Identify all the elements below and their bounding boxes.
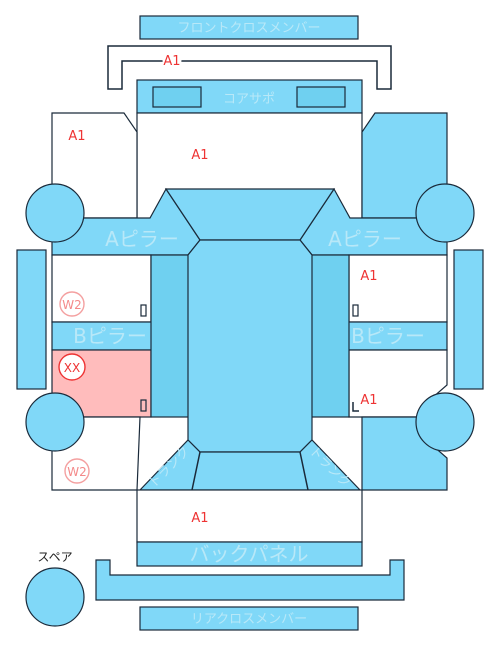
left-front-fender-code: A1: [68, 129, 85, 144]
right-side-skirt[interactable]: [453, 249, 484, 390]
rear-cross-member-label: リアクロスメンバー: [191, 612, 307, 627]
trunk-lid-code: A1: [191, 511, 208, 526]
core-support[interactable]: コアサポ: [136, 79, 363, 114]
left-b-pillar-label: Bピラー: [73, 324, 147, 348]
right-roof-rail[interactable]: [309, 254, 350, 418]
spare-tire[interactable]: スペア: [25, 550, 85, 627]
left-front-door-handle: [140, 304, 147, 317]
right-front-door[interactable]: A1: [348, 254, 448, 323]
right-rear-wheel[interactable]: [415, 392, 475, 452]
left-front-door-code: W2: [62, 298, 82, 312]
front-bumper-code: A1: [163, 54, 180, 69]
left-rear-wheel[interactable]: [25, 392, 85, 452]
right-front-door-code: A1: [360, 269, 377, 284]
left-front-wheel[interactable]: [25, 183, 85, 243]
right-a-pillar-label: Aピラー: [328, 227, 402, 251]
roof[interactable]: [138, 188, 362, 491]
right-front-door-handle: [352, 304, 359, 317]
spare-label: スペア: [37, 550, 72, 564]
front-bumper[interactable]: A1: [107, 45, 392, 90]
right-front-wheel[interactable]: [415, 183, 475, 243]
hood-code: A1: [191, 148, 208, 163]
back-panel[interactable]: バックパネル: [136, 541, 363, 567]
left-roof-rail[interactable]: [150, 254, 190, 418]
left-rear-door-code: XX: [64, 361, 80, 375]
front-cross-member-label: フロントクロスメンバー: [177, 21, 320, 36]
right-rear-door[interactable]: A1: [348, 349, 448, 418]
left-side-skirt[interactable]: [16, 249, 47, 390]
right-rear-door-code: A1: [360, 393, 377, 408]
left-quarter-code: W2: [67, 465, 87, 479]
rear-cross-member[interactable]: リアクロスメンバー: [139, 606, 359, 631]
core-support-label: コアサポ: [223, 92, 275, 107]
front-cross-member[interactable]: フロントクロスメンバー: [139, 15, 359, 40]
left-a-pillar[interactable]: Aピラー: [51, 187, 201, 256]
left-front-door[interactable]: W2: [51, 254, 152, 323]
rear-bumper[interactable]: [95, 559, 405, 601]
right-b-pillar-label: Bピラー: [351, 324, 425, 348]
back-panel-label: バックパネル: [190, 542, 309, 566]
left-rear-door-handle: [140, 399, 147, 412]
left-a-pillar-label: Aピラー: [105, 227, 179, 251]
trunk-lid[interactable]: A1: [136, 489, 363, 543]
spare-wheel[interactable]: [25, 567, 85, 627]
